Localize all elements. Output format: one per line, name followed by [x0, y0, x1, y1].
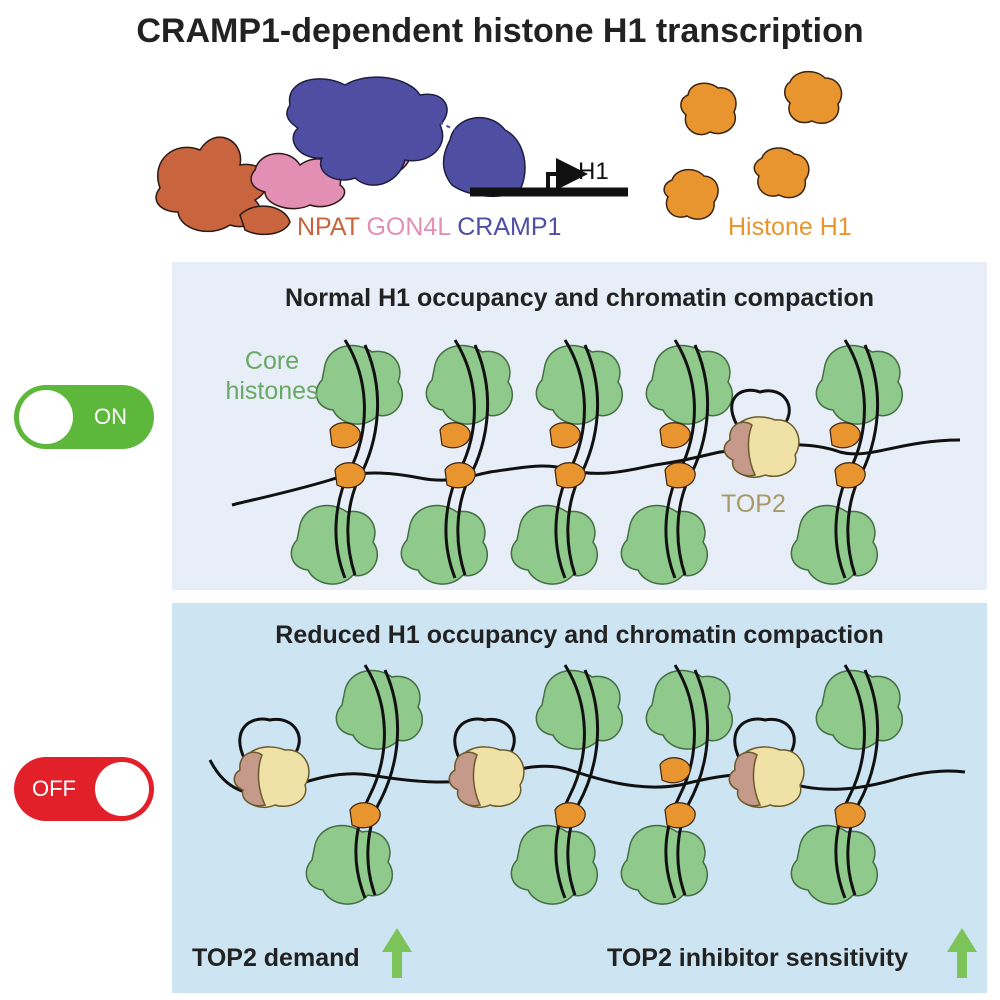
h1-gene-shape	[470, 158, 628, 197]
off-toggle-switch[interactable]: OFF	[14, 757, 154, 821]
cramp1-protein-shape	[286, 76, 526, 198]
up-arrow-icon	[382, 928, 412, 978]
nucleosome-stack-on-1	[290, 339, 404, 585]
top2-off-3	[728, 717, 805, 809]
panel-normal-title: Normal H1 occupancy and chromatin compac…	[284, 284, 874, 312]
top2-inhibitor-sensitivity-label: TOP2 inhibitor sensitivity	[607, 944, 908, 972]
toggle-knob	[19, 390, 73, 444]
nucleosome-stack-on-3	[510, 339, 624, 585]
nucleosome-stack-off-4	[790, 664, 904, 905]
npat-protein-shape	[155, 136, 291, 236]
histone-h1-label: Histone H1	[728, 213, 852, 241]
nucleosome-stack-off-1	[305, 664, 424, 905]
panel-reduced-h1: Reduced H1 occupancy and chromatin compa…	[172, 603, 987, 993]
off-toggle-label: OFF	[32, 776, 76, 801]
top2-off-1	[233, 717, 310, 809]
panel-reduced-title: Reduced H1 occupancy and chromatin compa…	[275, 621, 884, 649]
on-toggle-label: ON	[94, 404, 127, 429]
histone-h1-shape	[680, 82, 737, 136]
histone-h1-shape	[753, 147, 810, 199]
h1-gene-label: H1	[578, 158, 609, 185]
nucleosome-stack-on-4	[620, 339, 734, 585]
top2-off-2	[448, 717, 525, 809]
histone-h1-shape	[784, 70, 843, 125]
gon4l-label: GON4L	[366, 213, 451, 241]
toggle-knob	[95, 762, 149, 816]
core-histones-label: Core histones	[225, 347, 319, 405]
nucleosome-stack-off-2	[510, 664, 624, 905]
up-arrow-icon	[947, 928, 977, 978]
figure-title: CRAMP1-dependent histone H1 transcriptio…	[136, 12, 864, 50]
top2-label: TOP2	[721, 490, 786, 518]
nucleosome-stack-off-3	[620, 664, 734, 905]
histone-h1-group	[663, 70, 843, 220]
cramp1-label: CRAMP1	[457, 213, 562, 241]
nucleosome-stack-on-2	[400, 339, 514, 585]
top2-demand-label: TOP2 demand	[192, 944, 360, 972]
top2-on	[723, 388, 800, 479]
npat-label: NPAT	[297, 213, 360, 241]
histone-h1-shape	[663, 168, 719, 220]
nucleosome-stack-on-5	[790, 339, 904, 585]
on-toggle-switch[interactable]: ON	[14, 385, 154, 449]
